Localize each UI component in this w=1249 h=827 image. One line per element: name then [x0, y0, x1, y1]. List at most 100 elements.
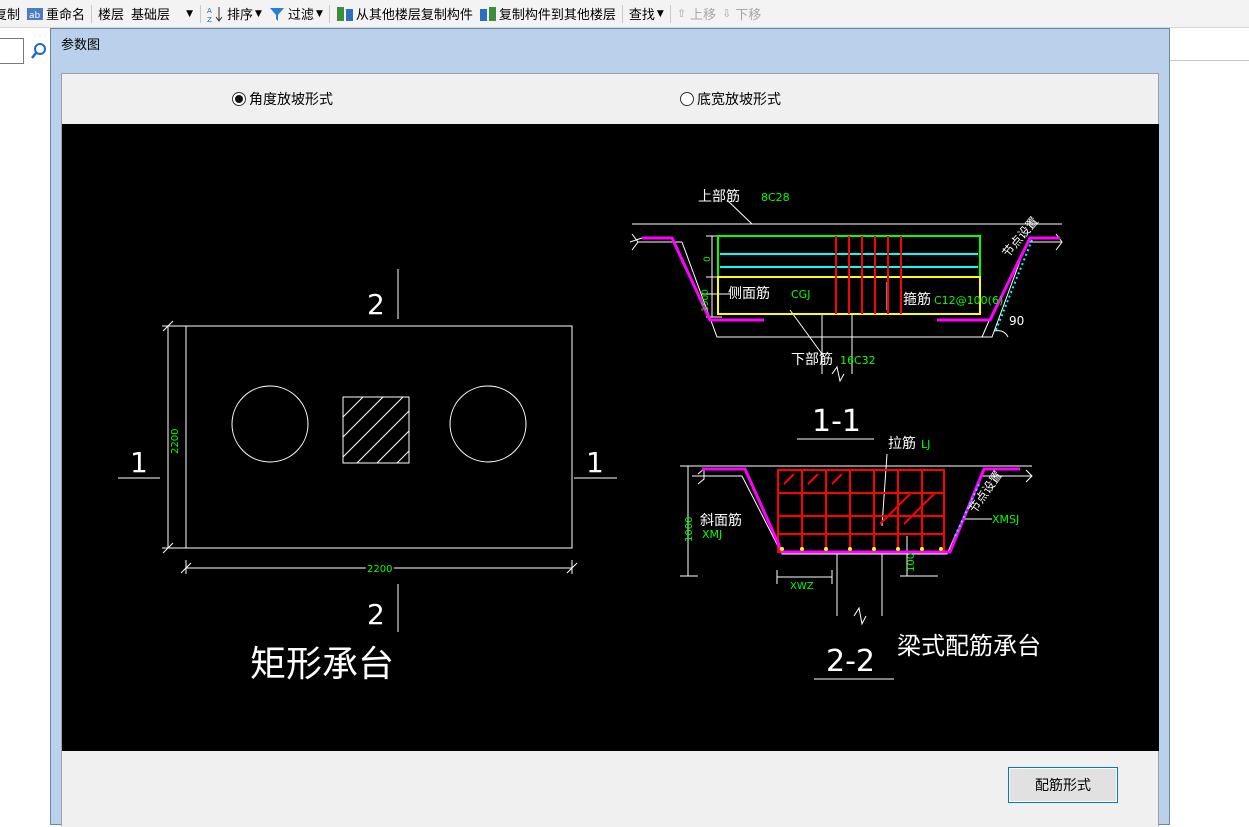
section-2-caption: 梁式配筋承台 [897, 632, 1041, 660]
section-1-slope-dots [995, 239, 1033, 331]
toolbar-separator [91, 4, 93, 23]
chevron-down-icon: ▼ [186, 8, 193, 19]
section-mark-2-top: 2 [367, 288, 385, 321]
section-1-1 [629, 199, 1063, 383]
move-down-label: 下移 [735, 8, 762, 23]
copy-button[interactable]: 复制 [0, 2, 23, 26]
slope-mode-group: 角度放坡形式 底宽放坡形式 [62, 74, 1158, 124]
radio-checked-icon [232, 92, 246, 106]
side-bar-label: 侧面筋 [728, 285, 770, 302]
floor-select-value: 基础层 [131, 8, 171, 23]
filter-label: 过滤 [287, 8, 314, 23]
plan-dim-width: 2200 [367, 564, 392, 575]
section-1-magenta-bars [642, 236, 1060, 322]
toolbar-separator [328, 4, 330, 23]
bottom-bar-value: 16C32 [840, 354, 876, 367]
section-2-magenta-bars [702, 467, 1020, 554]
top-bar-label: 上部筋 [698, 188, 740, 205]
search-input[interactable] [0, 38, 24, 64]
find-label: 查找 [628, 8, 655, 23]
divider [1170, 60, 1249, 61]
stirrup-label: 箍筋 [903, 291, 931, 308]
radio-angle-label: 角度放坡形式 [249, 92, 333, 108]
section-2-2 [680, 453, 1033, 626]
dim-depth: 1500 [701, 289, 711, 312]
filter-icon [268, 5, 286, 23]
copy-from-floor-button[interactable]: 从其他楼层复制构件 [333, 2, 476, 26]
tie-value: LJ [921, 438, 930, 451]
drawing-svg: 2 2 1 1 2200 2200 矩形承台 [118, 188, 1063, 685]
search-icon[interactable] [30, 42, 48, 60]
column-hatch [342, 396, 410, 464]
rename-icon: ab [26, 5, 44, 23]
parameter-dialog: 参数图 角度放坡形式 底宽放坡形式 [50, 28, 1170, 827]
xwz-label: XWZ [790, 581, 814, 592]
arrow-up-icon: ⇧ [676, 7, 687, 20]
rebar-form-button[interactable]: 配筋形式 [1008, 767, 1118, 803]
copy-to-floor-icon [479, 5, 497, 23]
copy-to-floor-label: 复制构件到其他楼层 [498, 8, 616, 23]
floor-label-text: 楼层 [98, 8, 125, 23]
pile-circle-right [449, 385, 527, 463]
section-2-title: 2-2 [826, 644, 875, 679]
copy-from-floor-label: 从其他楼层复制构件 [355, 8, 473, 23]
section-2-rebar-grid [778, 470, 944, 552]
find-button[interactable]: 查找 ▼ [626, 2, 667, 26]
plan-dim-height: 2200 [170, 429, 181, 454]
filter-button[interactable]: 过滤 ▼ [265, 2, 326, 26]
svg-text:A: A [207, 7, 212, 15]
dialog-title: 参数图 [61, 37, 101, 53]
slope-bar-label: 斜面筋 [700, 512, 742, 529]
section-2-dim-height: 1000 [684, 517, 695, 542]
dialog-body: 角度放坡形式 底宽放坡形式 [61, 73, 1159, 827]
left-panel [0, 28, 50, 825]
section-2-dim-small: 100 [906, 553, 917, 572]
move-up-button[interactable]: ⇧ 上移 [674, 2, 719, 26]
top-bar-value: 8C28 [761, 191, 790, 204]
chevron-down-icon: ▼ [315, 8, 323, 19]
section-mark-2-bottom: 2 [367, 598, 385, 631]
section-mark-1-right: 1 [586, 446, 604, 479]
tie-label: 拉筋 [888, 435, 916, 452]
svg-text:Z: Z [207, 16, 212, 23]
angle-label: 90 [1009, 314, 1024, 328]
plan-view [118, 269, 617, 632]
stirrup-value: C12@100(6) [934, 294, 1003, 307]
copy-from-floor-icon [336, 5, 354, 23]
arrow-down-icon: ⇩ [722, 7, 732, 20]
slope-bar-value: XMJ [702, 528, 722, 541]
radio-width-slope[interactable]: 底宽放坡形式 [680, 89, 781, 109]
pile-circle-left [231, 385, 309, 463]
side-bar-value: CGJ [791, 288, 810, 301]
chevron-down-icon: ▼ [255, 8, 262, 19]
chevron-down-icon: ▼ [656, 8, 664, 19]
section-mark-1-left: 1 [130, 446, 148, 479]
section-1-title: 1-1 [812, 404, 861, 439]
toolbar-separator [621, 4, 623, 23]
xmsj-label: XMSJ [992, 513, 1019, 526]
radio-angle-slope[interactable]: 角度放坡形式 [232, 89, 333, 109]
toolbar-separator [669, 4, 671, 23]
rename-label: 重命名 [46, 8, 86, 23]
copy-label: 复制 [0, 8, 21, 23]
plan-caption: 矩形承台 [250, 644, 394, 685]
svg-text:ab: ab [29, 11, 41, 21]
section-1-stirrups [835, 236, 902, 314]
copy-to-floor-button[interactable]: 复制构件到其他楼层 [476, 2, 619, 26]
section-2-bar-dots [780, 547, 943, 551]
node-setting-2: 节点设置 [966, 468, 1005, 515]
dialog-footer: 配筋形式 [62, 751, 1158, 827]
move-down-button[interactable]: ⇩ 下移 [719, 2, 764, 26]
floor-select[interactable]: 基础层 ▼ [127, 4, 197, 24]
plan-outline [185, 325, 573, 549]
parameter-drawing: 2 2 1 1 2200 2200 矩形承台 [62, 124, 1159, 751]
radio-unchecked-icon [680, 92, 694, 106]
radio-width-label: 底宽放坡形式 [697, 92, 781, 108]
column-hatch-lines [342, 396, 410, 464]
rename-button[interactable]: ab 重命名 [23, 2, 88, 26]
toolbar-separator [199, 4, 201, 23]
bottom-bar-label: 下部筋 [791, 351, 833, 368]
